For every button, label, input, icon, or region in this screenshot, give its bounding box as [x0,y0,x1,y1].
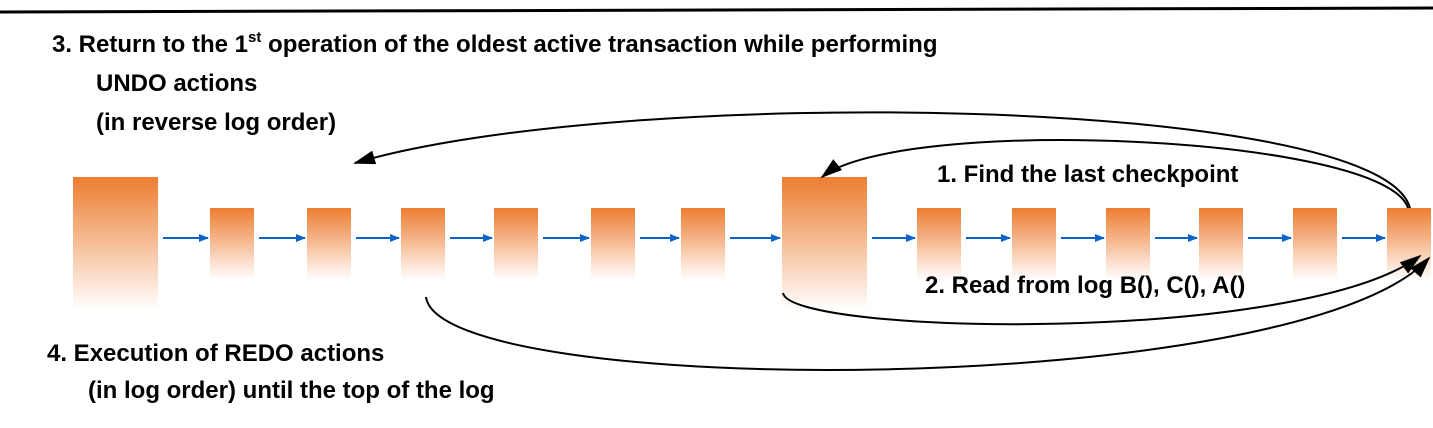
top-rule [0,6,1433,14]
step3-label-line1: 3. Return to the 1st operation of the ol… [52,29,937,58]
undo-curve-arrow [353,111,1411,209]
checkpoint-record [73,177,158,310]
find-checkpoint-curve-arrow [820,139,1409,209]
log-record [494,208,538,280]
checkpoint-record [782,177,867,310]
step4-label-line1: 4. Execution of REDO actions [47,340,384,367]
step3-label-line3: (in reverse log order) [96,109,336,136]
log-record [681,208,725,280]
step1-label: 1. Find the last checkpoint [937,161,1238,188]
log-record [1106,208,1150,280]
log-record [401,208,445,280]
redo-curve-arrow [425,256,1431,371]
step3-label-line2: UNDO actions [96,70,257,97]
log-record [307,208,351,280]
log-record [210,208,254,280]
log-record [1293,208,1337,280]
log-record [1199,208,1243,280]
read-log-curve-arrow [782,254,1422,326]
log-record [917,208,961,280]
log-record [1387,208,1431,280]
step4-label-line2: (in log order) until the top of the log [88,377,495,404]
log-record [591,208,635,280]
log-record-chain [73,177,1431,310]
log-record [1012,208,1056,280]
step2-label: 2. Read from log B(), C(), A() [925,272,1245,299]
